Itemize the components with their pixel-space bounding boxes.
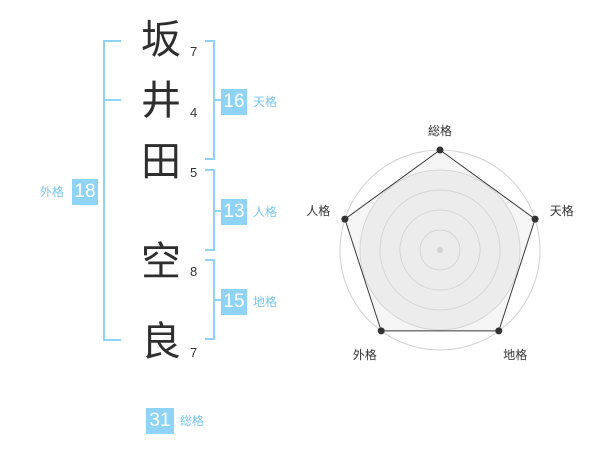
radar-center-dot [437, 247, 443, 253]
radar-ring [379, 189, 501, 311]
tenkaku-tick [213, 99, 221, 101]
radar-axis-label: 外格 [352, 347, 377, 362]
radar-point-5 [341, 215, 349, 223]
stroke-count-3: 5 [190, 165, 198, 180]
radar-point-2 [531, 215, 539, 223]
radar-point-4 [377, 327, 385, 335]
jinkaku-value-badge: 13 [221, 199, 247, 225]
stroke-count-2: 4 [190, 105, 198, 120]
gaikaku-label: 外格 [40, 185, 65, 199]
chikaku-label: 地格 [253, 295, 278, 309]
gaikaku-bracket [103, 40, 121, 341]
radar-series-polygon [344, 149, 536, 332]
name-char-1: 坂 [141, 17, 181, 63]
radar-point-3 [495, 327, 503, 335]
radar-ring [399, 209, 481, 291]
radar-point-1 [436, 146, 444, 154]
gaikaku-value-badge: 18 [72, 179, 98, 205]
chikaku-value-badge: 15 [221, 289, 247, 315]
radar-axis-label: 総格 [428, 124, 453, 138]
soukaku-value-badge: 31 [146, 408, 174, 434]
tenkaku-value-badge: 16 [221, 89, 247, 115]
gaikaku-tick-top [103, 99, 121, 101]
radar-ring [419, 229, 461, 271]
name-char-2: 井 [141, 78, 181, 124]
name-char-3: 田 [141, 139, 181, 185]
chikaku-tick [213, 299, 221, 301]
name-char-5: 良 [141, 319, 181, 365]
stroke-count-4: 8 [190, 264, 198, 279]
soukaku-label: 総格 [180, 414, 205, 428]
radar-axis-label: 地格 [503, 347, 528, 362]
name-char-4: 空 [141, 239, 181, 285]
stroke-count-5: 7 [190, 345, 198, 360]
jinkaku-label: 人格 [253, 205, 278, 219]
tenkaku-label: 天格 [253, 95, 278, 109]
radar-axis-label: 人格 [306, 204, 331, 219]
stroke-count-1: 7 [190, 44, 198, 59]
radar-axis-label: 天格 [549, 204, 574, 219]
jinkaku-tick [213, 210, 221, 212]
